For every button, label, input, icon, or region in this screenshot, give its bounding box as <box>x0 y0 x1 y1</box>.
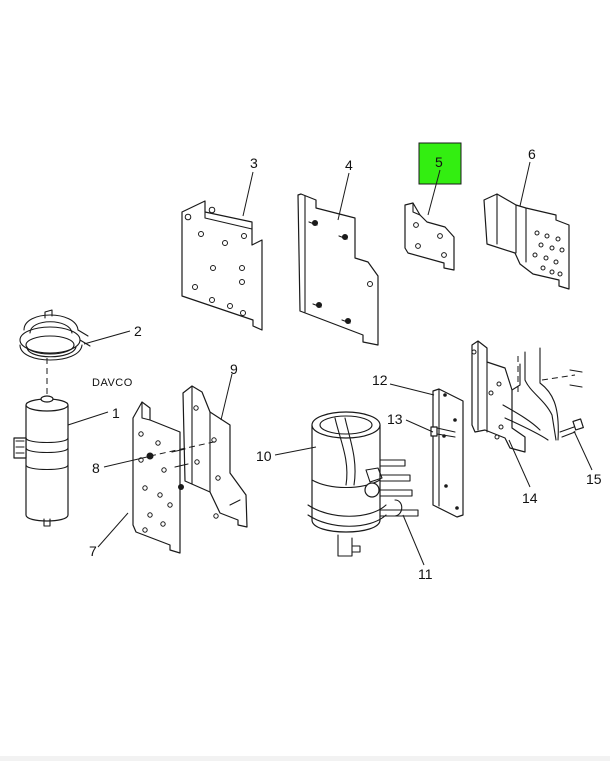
assembly-line-8 <box>149 440 219 457</box>
part-7-plate[interactable] <box>132 401 181 554</box>
callout-13[interactable]: 13 <box>387 411 403 427</box>
part-12-plate[interactable] <box>432 388 464 518</box>
callout-11[interactable]: 11 <box>418 566 433 582</box>
callout-10[interactable]: 10 <box>256 448 272 464</box>
part-14-bracket[interactable] <box>471 340 583 453</box>
callout-9[interactable]: 9 <box>230 361 238 377</box>
part-4-plate[interactable] <box>297 193 379 346</box>
callout-3[interactable]: 3 <box>250 155 258 171</box>
footer-strip <box>0 756 610 761</box>
callout-15[interactable]: 15 <box>586 471 602 487</box>
callout-4[interactable]: 4 <box>345 157 353 173</box>
part-6-bracket[interactable] <box>483 193 570 290</box>
callout-1[interactable]: 1 <box>112 405 120 421</box>
part-5-bracket[interactable] <box>404 202 455 271</box>
part-8-stud[interactable] <box>146 448 189 490</box>
brand-label-davco: DAVCO <box>92 377 133 389</box>
part-11-fittings[interactable] <box>364 459 419 517</box>
highlight-box-5[interactable] <box>418 142 462 185</box>
part-15-bolt[interactable] <box>559 418 584 438</box>
callout-8[interactable]: 8 <box>92 460 100 476</box>
part-9-bracket[interactable] <box>182 385 248 528</box>
callout-7[interactable]: 7 <box>89 543 97 559</box>
part-3-plate[interactable] <box>181 200 263 331</box>
callout-2[interactable]: 2 <box>134 323 142 339</box>
leader-lines <box>67 161 593 566</box>
part-2-u-clamp[interactable] <box>19 309 91 361</box>
callout-5[interactable]: 5 <box>435 154 443 170</box>
callout-12[interactable]: 12 <box>372 372 388 388</box>
part-10-tank[interactable] <box>307 411 387 557</box>
callout-14[interactable]: 14 <box>522 490 538 506</box>
part-1-filter[interactable] <box>13 395 69 527</box>
callout-6[interactable]: 6 <box>528 146 536 162</box>
